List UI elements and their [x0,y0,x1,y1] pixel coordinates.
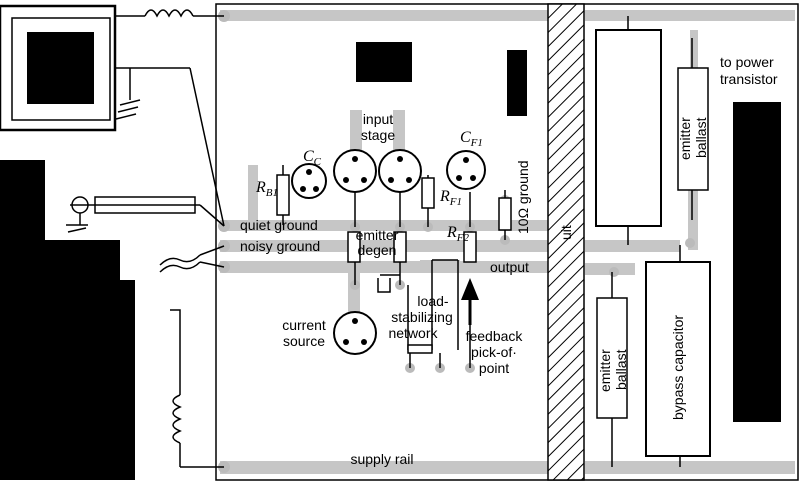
transistor-right [378,149,422,193]
label-to-power-1: to power [720,54,774,70]
label-noisy-ground: noisy ground [240,238,320,254]
component-wiring [347,175,512,368]
label-rb1: RB1 [255,179,278,199]
label-load-3: network [388,325,438,341]
external-wiring [0,4,225,468]
label-feedback-3: point [479,360,509,376]
label-output: output [490,259,529,275]
divider-strip [547,3,585,481]
label-emitter-ballast-bottom-1: emitter [597,349,613,392]
label-emitter-degen-1: emitter [356,227,399,243]
right-components [595,16,711,467]
label-supply-rail: supply rail [350,451,413,467]
resistor-rb1 [276,165,290,225]
label-cc: CC [303,148,322,168]
label-rf1: RF1 [439,188,462,208]
label-emitter-ballast-top-1: emitter [677,117,693,160]
capacitor-cf1 [446,150,486,190]
label-emitter-ballast-top-2: ballast [693,117,709,158]
small-black-block [507,50,527,116]
label-feedback-2: pick-of· [471,344,517,360]
label-load-1: load- [417,293,448,309]
current-source-transistor [333,311,377,355]
label-bypass-capacitor: bypass capacitor [670,315,686,420]
label-current-source-1: current [282,317,326,333]
pcb-traces [220,10,795,474]
left-black-region [0,160,135,480]
ic-chip [356,42,412,82]
transistor-left [333,149,377,193]
label-cf1: CF1 [460,129,483,149]
label-quiet-ground: quiet ground [240,217,318,233]
label-emitter-degen-2: degen [358,242,397,258]
label-input-stage-1: input [363,111,393,127]
large-black-block [27,32,94,104]
capacitor-cc [291,163,327,199]
label-emitter-ballast-bottom-2: ballast [613,349,629,390]
label-input-stage-2: stage [361,127,395,143]
label-load-2: stabilizing [391,309,452,325]
label-uit: uit [558,225,574,240]
label-feedback-1: feedback [466,328,524,344]
power-transistor-block [733,102,781,422]
label-rf2: RF2 [446,224,470,244]
label-to-power-2: transistor [720,71,778,87]
feedback-arrow [461,278,479,325]
label-current-source-2: source [283,333,325,349]
label-10ohm-ground: 10Ω ground [515,160,531,234]
